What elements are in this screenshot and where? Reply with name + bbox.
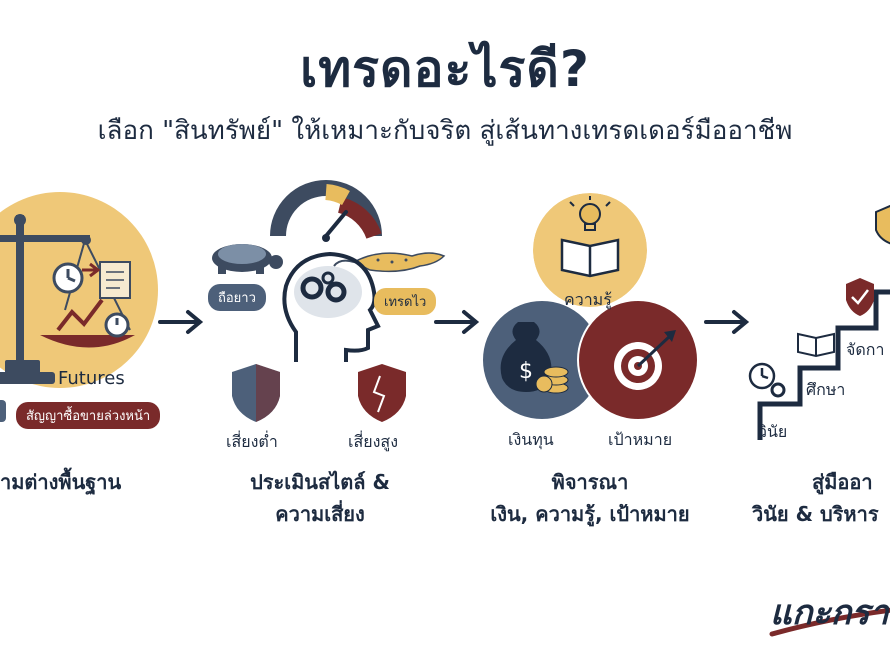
high-risk-label: เสี่ยงสูง xyxy=(348,432,398,451)
capital-label: เงินทุน xyxy=(508,430,554,449)
target-icon xyxy=(614,330,676,390)
page-subtitle: เลือก "สินทรัพย์" ให้เหมาะกับจริต สู่เส้… xyxy=(97,116,793,146)
venn-diagram xyxy=(481,191,699,421)
step3-caption-line1: พิจารณา xyxy=(551,470,629,494)
manage-label: จัดกา xyxy=(846,340,885,359)
futures-desc-badge: สัญญาซื้อขายล่วงหน้า xyxy=(16,402,161,429)
goal-label: เป้าหมาย xyxy=(608,430,673,449)
shield-low-icon xyxy=(232,364,280,422)
cheetah-icon xyxy=(333,252,446,273)
knowledge-label: ความรู้ xyxy=(564,290,612,309)
long-term-badge: ถือยาว xyxy=(208,284,266,311)
step3-caption: พิจารณา เงิน, ความรู้, เป้าหมาย xyxy=(460,466,720,530)
book-icon xyxy=(797,332,835,358)
futures-label: Futures xyxy=(58,368,125,389)
arrow-icon xyxy=(434,310,480,334)
clock-icon xyxy=(52,262,84,294)
step4-caption-line1: สู่มืออา xyxy=(812,470,873,494)
arrow-icon xyxy=(158,310,204,334)
shield-high-icon xyxy=(358,364,406,422)
stopwatch-icon xyxy=(748,362,776,390)
arrow-icon xyxy=(704,310,750,334)
check-shield-icon xyxy=(846,278,874,316)
step1-illustration xyxy=(0,192,158,422)
gauge-icon xyxy=(270,180,382,242)
book-icon xyxy=(560,238,620,278)
turtle-icon xyxy=(212,244,283,274)
step4-caption: สู่มืออา วินัย & บริหาร xyxy=(752,466,879,530)
step2-caption-line2: ความเสี่ยง xyxy=(275,502,365,526)
svg-text:$: $ xyxy=(519,359,533,384)
fast-trade-badge: เทรดไว xyxy=(374,288,437,315)
low-risk-label: เสี่ยงต่ำ xyxy=(226,432,278,451)
brand-logo: แกะกรา xyxy=(770,593,889,633)
trend-line-icon xyxy=(56,298,104,332)
head-gears-icon xyxy=(282,251,381,362)
step4-caption-line2: วินัย & บริหาร xyxy=(752,502,879,526)
document-icon xyxy=(82,261,131,299)
study-label: ศึกษา xyxy=(806,380,846,399)
lightbulb-icon xyxy=(569,196,611,231)
shield-icon xyxy=(875,205,890,245)
money-bag-icon: $ xyxy=(500,322,569,394)
page-title: เทรดอะไรดี? xyxy=(300,40,590,98)
discipline-label: วินัย xyxy=(758,422,788,441)
logo-underline xyxy=(769,607,890,637)
stairs-icon xyxy=(757,289,890,440)
gear-icon xyxy=(770,382,786,398)
step2-caption: ประเมินสไตล์ & ความเสี่ยง xyxy=(230,466,410,530)
step1-caption: ามต่างพื้นฐาน xyxy=(0,470,122,494)
step3-caption-line2: เงิน, ความรู้, เป้าหมาย xyxy=(490,502,690,526)
stopwatch-icon xyxy=(104,312,130,338)
step2-caption-line1: ประเมินสไตล์ & xyxy=(250,470,390,494)
